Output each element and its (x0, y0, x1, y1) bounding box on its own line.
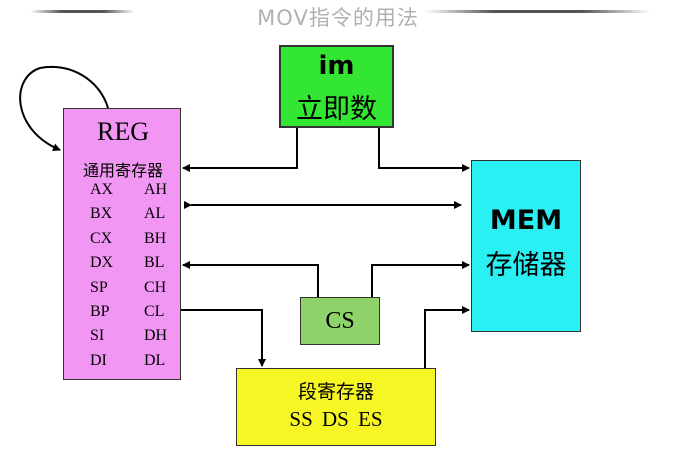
register-left: DX (90, 254, 114, 272)
cs-name: CS (325, 308, 355, 334)
im-name: im (318, 51, 355, 81)
page-title: MOV指令的用法 (257, 6, 419, 30)
im-subtitle: 立即数 (296, 94, 377, 125)
register-left: DI (90, 351, 107, 369)
self-loop-arrow (19, 65, 109, 151)
register-row: DX BL (64, 254, 182, 278)
reg-box: REG 通用寄存器 AX AH BX AL CX BH DX BL SP CH BP CL … (63, 108, 181, 380)
cs-box: CS (300, 297, 380, 345)
register-row: SP CH (64, 279, 182, 303)
mem-name: MEM (489, 205, 563, 236)
register-right: BH (144, 229, 167, 247)
register-left: BX (90, 205, 113, 223)
register-row: BX AL (64, 205, 182, 229)
register-left: BP (90, 302, 110, 320)
segment-register-name: 段寄存器 (297, 381, 374, 403)
register-list: AX AH BX AL CX BH DX BL SP CH BP CL SI DH DI DL (64, 181, 182, 376)
register-left: SI (90, 327, 105, 345)
register-right: AH (144, 181, 168, 198)
reg-name: REG (97, 117, 149, 146)
cs-to-reg-arrow (182, 261, 319, 297)
title-decoration-right (425, 10, 650, 13)
register-right: DL (144, 351, 166, 369)
im-to-reg-arrow (182, 128, 298, 172)
register-left: AX (90, 181, 114, 198)
segment-register-box: 段寄存器 SS DS ES (236, 368, 436, 446)
im-to-mem-arrow (378, 128, 470, 172)
title-decoration-left (30, 10, 135, 13)
register-right: BL (144, 254, 165, 272)
reg-to-seg-arrow (181, 309, 266, 367)
register-row: BP CL (64, 303, 182, 327)
register-right: CH (144, 278, 167, 296)
register-left: SP (90, 278, 108, 296)
mem-subtitle: 存储器 (485, 250, 567, 281)
im-box: im 立即数 (279, 45, 394, 128)
mem-box: MEM 存储器 (471, 160, 581, 332)
register-right: DH (144, 327, 168, 345)
register-row: CX BH (64, 230, 182, 254)
register-row: DI DL (64, 352, 182, 376)
register-row: SI DH (64, 327, 182, 351)
register-row: AX AH (64, 181, 182, 205)
reg-subtitle: 通用寄存器 (82, 161, 163, 180)
cs-to-mem-arrow (371, 261, 470, 297)
register-left: CX (90, 229, 113, 247)
seg-to-mem-arrow (424, 306, 470, 368)
register-right: AL (144, 205, 166, 223)
register-right: CL (144, 302, 165, 320)
segment-register-list: SS DS ES (289, 407, 383, 431)
